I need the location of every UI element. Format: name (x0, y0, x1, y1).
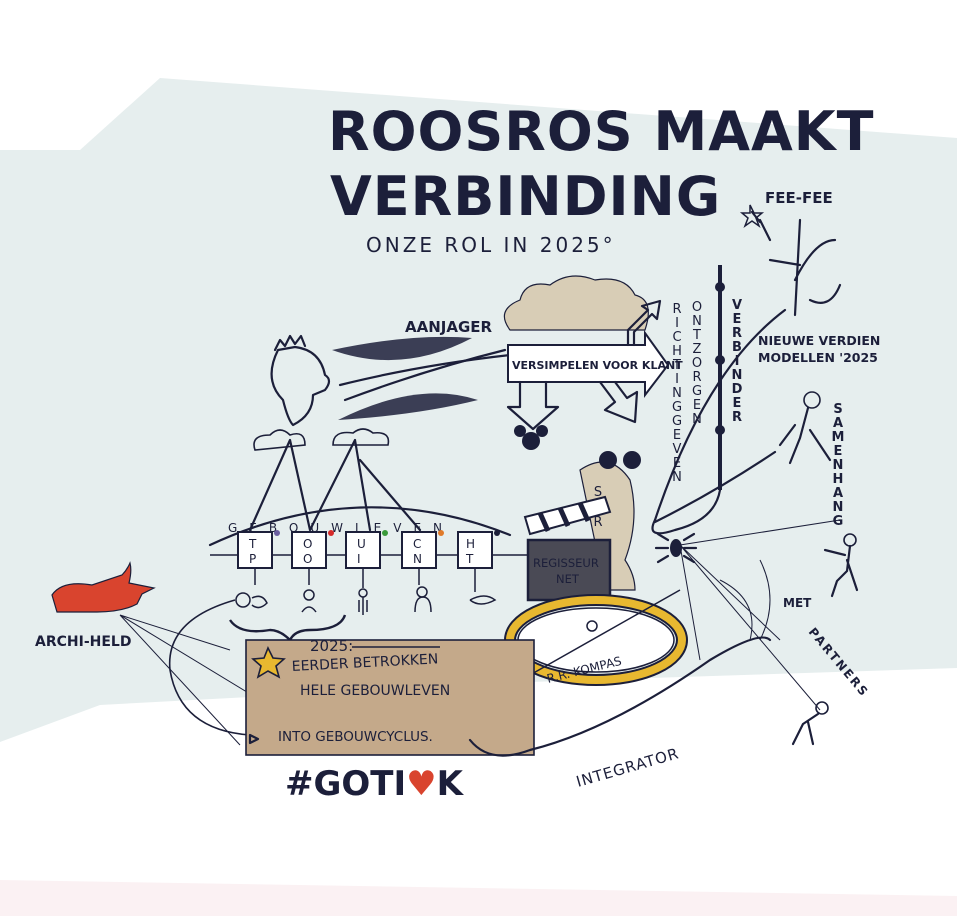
label-nieuwe-verdien-2: MODELLEN '2025 (758, 350, 878, 365)
rope-icon (715, 265, 725, 490)
svg-text:T: T (465, 552, 474, 566)
spider-icon (654, 532, 698, 564)
label-aanjager: AANJAGER (405, 318, 493, 336)
role-box-3: U I (345, 530, 388, 569)
wing-shape-upper (332, 336, 472, 361)
role-box-1: T P (237, 530, 280, 569)
svg-text:P: P (249, 552, 256, 566)
rope-puller-person-icon (653, 391, 832, 524)
label-nieuwe-verdien-1: NIEUWE VERDIEN (758, 333, 880, 348)
svg-text:C: C (413, 537, 421, 551)
spider-web (679, 519, 841, 711)
role-dot (382, 530, 388, 536)
background-band (0, 78, 957, 742)
label-samenhang: SAMENHANG (831, 402, 846, 528)
svg-text:O: O (303, 537, 312, 551)
svg-text:T: T (248, 537, 257, 551)
hashtag-gotiek: #GOTI♥K (285, 764, 465, 804)
label-integrator: INTEGRATOR (574, 744, 681, 791)
svg-text:U: U (357, 537, 366, 551)
aanjager-person-icon (253, 334, 331, 451)
role-dot (274, 530, 280, 536)
label-richting-geven: RICHTINGGEVEN (670, 302, 685, 484)
bottom-pink-tint (0, 880, 957, 916)
director-faces-icon (599, 451, 641, 469)
label-met: MET (783, 596, 812, 610)
role-dot (494, 530, 500, 536)
down-arrow-icon (506, 380, 560, 431)
fairy-icon (739, 204, 842, 317)
label-verbinder: VERBINDER (730, 298, 745, 424)
stakeholder-figures (235, 568, 497, 615)
pointing-hand-icon (51, 561, 156, 613)
down-right-arrow-icon (598, 380, 639, 424)
subtitle: ONZE ROL IN 2025° (366, 233, 616, 257)
role-dot (438, 530, 444, 536)
svg-text:N: N (413, 552, 422, 566)
note-box (245, 639, 535, 756)
clapperboard-icon (523, 495, 612, 602)
svg-text:I: I (357, 552, 361, 566)
star-icon (251, 646, 286, 679)
label-ontzorgen: ONTZORGEN (690, 300, 705, 426)
svg-text:VERSIMPELEN VOOR KLANT: VERSIMPELEN VOOR KLANT (512, 359, 683, 372)
hiker-person-icon (791, 701, 829, 746)
title-line-2: VERBINDING (330, 165, 721, 228)
cloud-shape (503, 275, 649, 331)
role-dot (328, 530, 334, 536)
mickey-icon (514, 425, 548, 450)
label-regisseur: REGISSEUR (533, 556, 599, 570)
title-line-1: ROOSROS MAAKT (328, 100, 874, 163)
label-fee-fee: FEE-FEE (765, 189, 833, 207)
label-regisseur-net: NET (556, 572, 580, 586)
svg-text:O: O (303, 552, 312, 566)
label-archi-held: ARCHI-HELD (35, 634, 131, 650)
label-gebouwleven-arc: GEBOUWLEVEN (228, 521, 454, 535)
note-year: 2025: (310, 637, 353, 655)
up-right-arrow-icon (626, 299, 662, 347)
climber-person-icon (823, 533, 859, 598)
note-line-2: HELE GEBOUWLEVEN (300, 683, 450, 699)
note-line-3: INTO GEBOUWCYCLUS. (278, 729, 433, 745)
heart-icon: ♥ (406, 764, 436, 804)
wing-shape-lower (332, 393, 478, 446)
role-box-5: H T (457, 530, 500, 569)
note-line-1: EERDER BETROKKEN (291, 651, 438, 675)
versimpelen-arrow: VERSIMPELEN VOOR KLANT (507, 329, 683, 398)
svg-text:H: H (466, 537, 475, 551)
role-box-4: C N (401, 530, 444, 569)
